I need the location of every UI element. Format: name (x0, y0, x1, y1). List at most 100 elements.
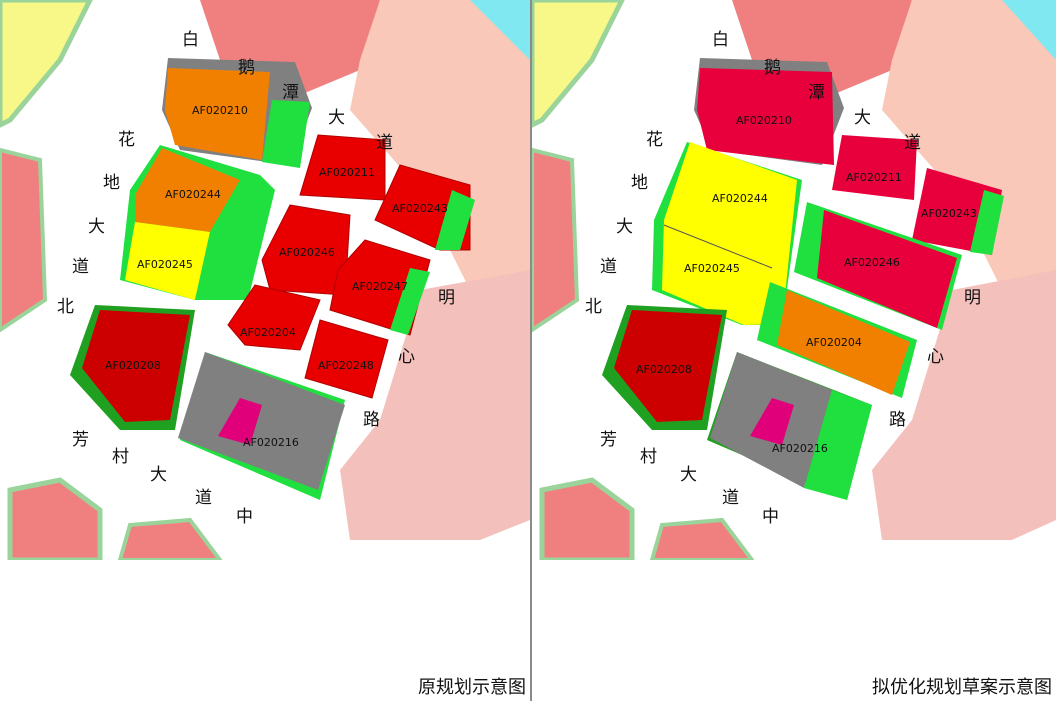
svg-text:大: 大 (854, 108, 871, 128)
parcel-southwest (7, 477, 103, 560)
lot-label-AF020211: AF020211 (846, 171, 902, 184)
svg-text:村: 村 (640, 447, 657, 467)
svg-text:花: 花 (118, 130, 135, 150)
lot-AF020247[interactable]: AF020247 (329, 239, 431, 336)
parcel-east-pink (340, 270, 530, 540)
svg-text:大: 大 (328, 108, 345, 128)
svg-text:白: 白 (712, 30, 729, 50)
svg-text:中: 中 (762, 507, 779, 527)
lot-AF020208[interactable]: AF020208 (602, 305, 727, 430)
lot-AF020208[interactable]: AF020208 (70, 305, 195, 430)
lot-label-AF020248: AF020248 (318, 359, 374, 372)
lot-AF020243[interactable]: AF020243 (374, 164, 475, 251)
original-plan-map: AF020210 AF020244 AF020245 AF020211 AF02… (0, 0, 530, 560)
lot-AF020244-AF020245[interactable]: AF020244 AF020245 (120, 145, 275, 300)
optimized-plan-map: AF020210 AF020211 AF020243 AF020244 AF02… (532, 0, 1056, 560)
lot-label-AF020246: AF020246 (844, 256, 900, 269)
lot-AF020210[interactable]: AF020210 (694, 58, 844, 165)
road-label-fangcun: 芳 村 大 道 中 (600, 430, 779, 527)
lot-AF020246[interactable]: AF020246 (261, 204, 351, 296)
parcel-north-commercial (732, 0, 912, 95)
lot-label-AF020216: AF020216 (243, 436, 299, 449)
lot-label-AF020210: AF020210 (736, 114, 792, 127)
svg-text:心: 心 (927, 347, 944, 367)
svg-text:潭: 潭 (808, 83, 825, 103)
lot-AF020204[interactable]: AF020204 (757, 282, 917, 398)
road-label-mingxin: 明 心 路 (363, 288, 455, 430)
svg-text:鹅: 鹅 (238, 58, 255, 78)
lot-label-AF020245: AF020245 (684, 262, 740, 275)
svg-text:大: 大 (680, 465, 697, 485)
lot-label-AF020204: AF020204 (806, 336, 862, 349)
optimized-plan-panel: AF020210 AF020211 AF020243 AF020244 AF02… (532, 0, 1056, 701)
parcel-water (932, 0, 1056, 60)
lot-AF020244-AF020245[interactable]: AF020244 AF020245 (652, 142, 802, 325)
lot-AF020204[interactable]: AF020204 (227, 284, 321, 351)
parcel-east-salmon (350, 0, 530, 290)
lot-AF020211[interactable]: AF020211 (832, 135, 917, 200)
lot-AF020210[interactable]: AF020210 (162, 58, 312, 168)
svg-text:中: 中 (236, 507, 253, 527)
parcel-east-salmon (882, 0, 1056, 290)
svg-text:明: 明 (964, 288, 981, 308)
lot-AF020246[interactable]: AF020246 (794, 202, 962, 330)
svg-text:道: 道 (722, 488, 739, 508)
svg-text:芳: 芳 (600, 430, 617, 450)
road-label-baietan: 白 鹅 潭 大 道 (182, 30, 393, 153)
svg-text:道: 道 (600, 257, 617, 277)
lot-label-AF020204: AF020204 (240, 326, 296, 339)
svg-text:路: 路 (889, 410, 906, 430)
svg-text:北: 北 (585, 297, 602, 317)
lot-label-AF020244: AF020244 (165, 188, 221, 201)
svg-text:潭: 潭 (282, 83, 299, 103)
lot-AF020248[interactable]: AF020248 (304, 319, 389, 399)
svg-text:路: 路 (363, 410, 380, 430)
lot-AF020211[interactable]: AF020211 (299, 134, 386, 201)
lot-label-AF020208: AF020208 (636, 363, 692, 376)
road-label-huadi: 花 地 大 道 北 (585, 130, 663, 317)
svg-text:心: 心 (398, 347, 415, 367)
road-label-huadi: 花 地 大 道 北 (57, 130, 135, 317)
lot-label-AF020211: AF020211 (319, 166, 375, 179)
lot-label-AF020244: AF020244 (712, 192, 768, 205)
svg-text:鹅: 鹅 (764, 58, 781, 78)
lot-label-AF020243: AF020243 (392, 202, 448, 215)
lot-label-AF020246: AF020246 (279, 246, 335, 259)
lot-label-AF020208: AF020208 (105, 359, 161, 372)
svg-text:地: 地 (631, 173, 648, 193)
parcel-west-commercial (0, 147, 48, 333)
lot-label-AF020243: AF020243 (921, 207, 977, 220)
svg-text:地: 地 (103, 173, 120, 193)
svg-text:芳: 芳 (72, 430, 89, 450)
parcel-northwest-yellow (532, 0, 625, 128)
lot-AF020216[interactable]: AF020216 (178, 352, 345, 500)
lot-AF020243[interactable]: AF020243 (912, 168, 1004, 255)
svg-text:道: 道 (72, 257, 89, 277)
panel-divider (530, 0, 532, 701)
parcel-northwest-yellow (0, 0, 93, 128)
lot-label-AF020245: AF020245 (137, 258, 193, 271)
svg-text:北: 北 (57, 297, 74, 317)
road-label-mingxin: 明 心 路 (889, 288, 981, 430)
lot-AF020216[interactable]: AF020216 (707, 352, 872, 500)
parcel-southwest (539, 477, 635, 560)
caption-original-plan: 原规划示意图 (418, 677, 526, 698)
road-label-fangcun: 芳 村 大 道 中 (72, 430, 253, 527)
lot-label-AF020216: AF020216 (772, 442, 828, 455)
svg-text:道: 道 (376, 133, 393, 153)
svg-text:明: 明 (438, 288, 455, 308)
parcel-south (117, 517, 223, 560)
caption-optimized-plan: 拟优化规划草案示意图 (872, 677, 1052, 698)
parcel-east-pink (872, 270, 1056, 540)
original-plan-panel: AF020210 AF020244 AF020245 AF020211 AF02… (0, 0, 530, 698)
svg-text:村: 村 (112, 447, 129, 467)
road-label-baietan: 白 鹅 潭 大 道 (712, 30, 921, 153)
lot-label-AF020210: AF020210 (192, 104, 248, 117)
svg-text:大: 大 (150, 465, 167, 485)
lot-label-AF020247: AF020247 (352, 280, 408, 293)
svg-text:花: 花 (646, 130, 663, 150)
svg-text:大: 大 (88, 217, 105, 237)
parcel-south (649, 517, 755, 560)
parcel-north-commercial (200, 0, 380, 95)
svg-text:大: 大 (616, 217, 633, 237)
